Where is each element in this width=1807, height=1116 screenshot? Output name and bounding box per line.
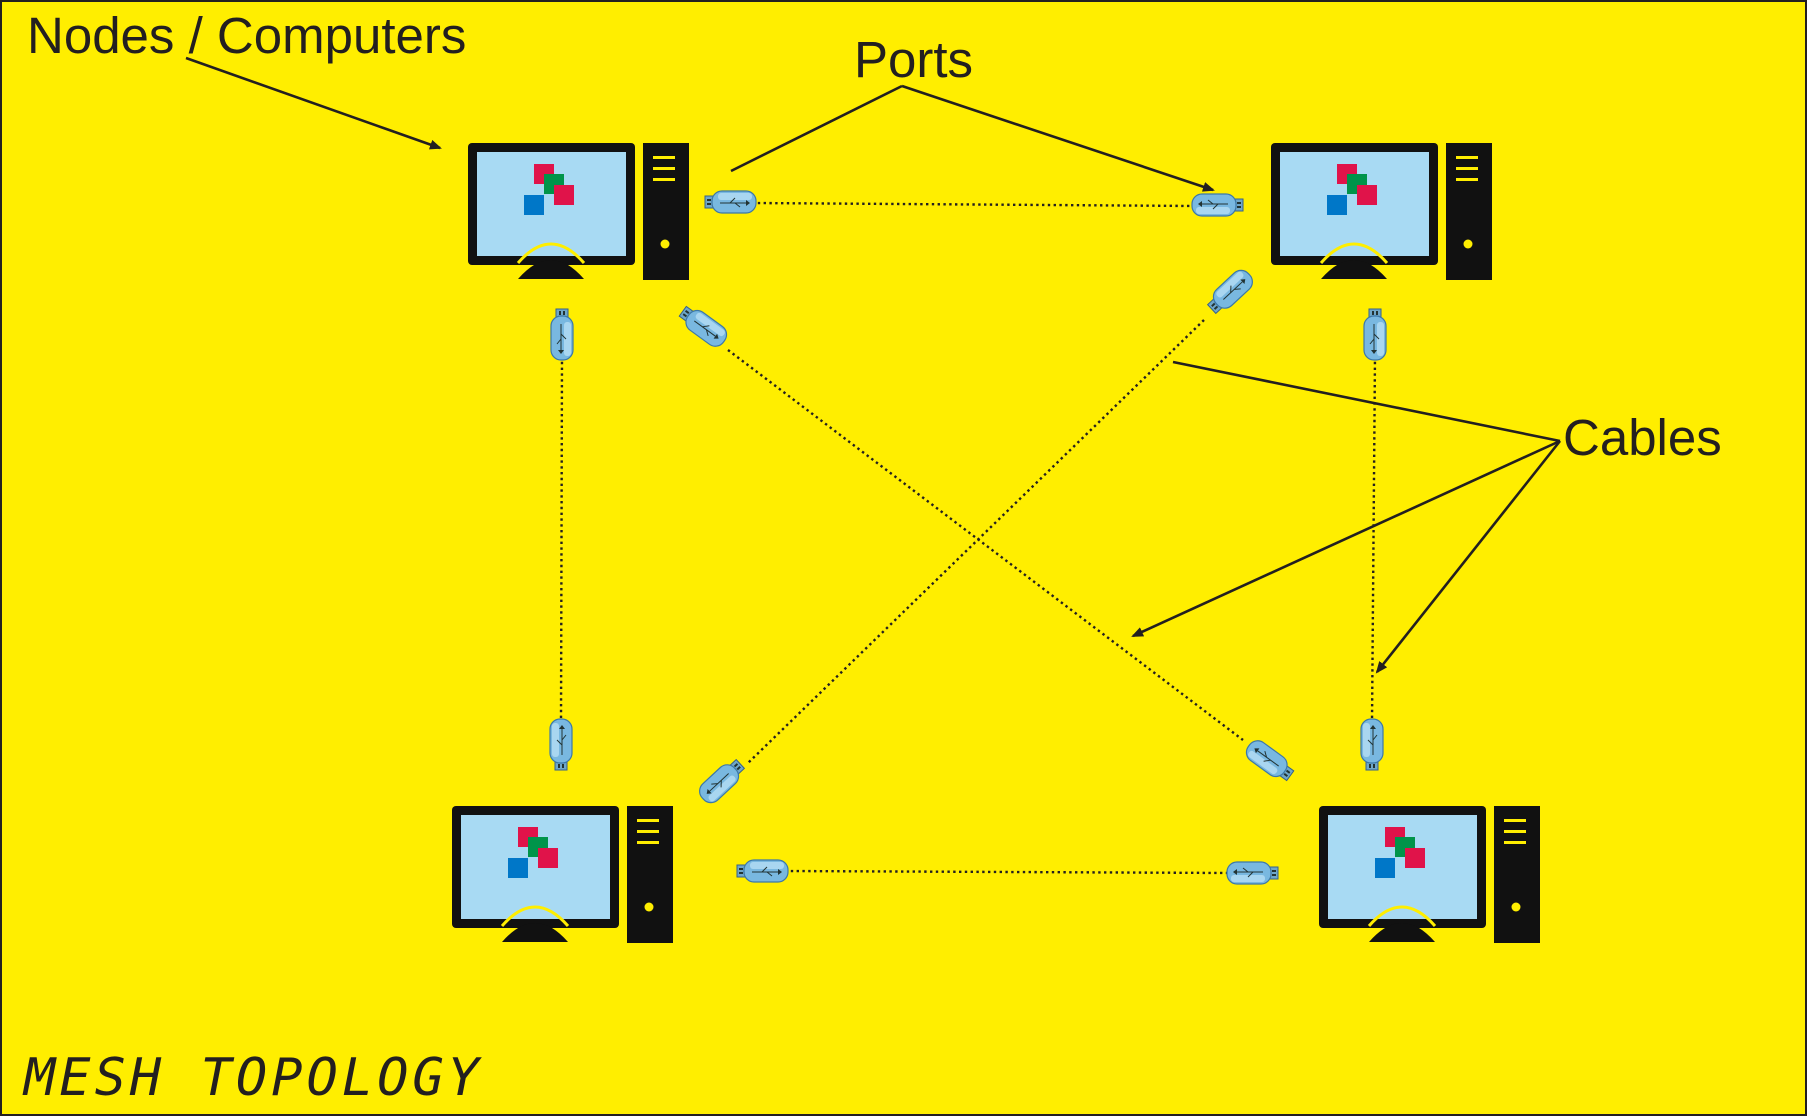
cables-pointer-arrow — [1131, 439, 1561, 638]
nodes-pointer-arrow — [185, 56, 442, 150]
computer-bottom-left-icon — [450, 804, 675, 945]
nodes-label: Nodes / Computers — [27, 7, 466, 64]
cables-label: Cables — [1563, 409, 1722, 466]
cables — [559, 201, 1377, 875]
computer-bottom-right-icon — [1317, 804, 1542, 945]
annotation-pointers — [185, 56, 1562, 674]
cables-pointer-arrow — [1375, 440, 1562, 674]
cables-pointer-line — [1172, 360, 1561, 443]
ports-pointer-arrow — [901, 84, 1215, 192]
cable-diagonal-tr-bl — [747, 319, 1205, 764]
computer-top-right-icon — [1269, 141, 1494, 282]
ports-pointer-line — [730, 84, 903, 173]
cable-bottom — [784, 869, 1231, 875]
cable-top — [751, 201, 1196, 208]
ports-label: Ports — [854, 31, 973, 88]
diagram-title: MESH TOPOLOGY — [22, 1048, 483, 1108]
computer-top-left-icon — [466, 141, 691, 282]
